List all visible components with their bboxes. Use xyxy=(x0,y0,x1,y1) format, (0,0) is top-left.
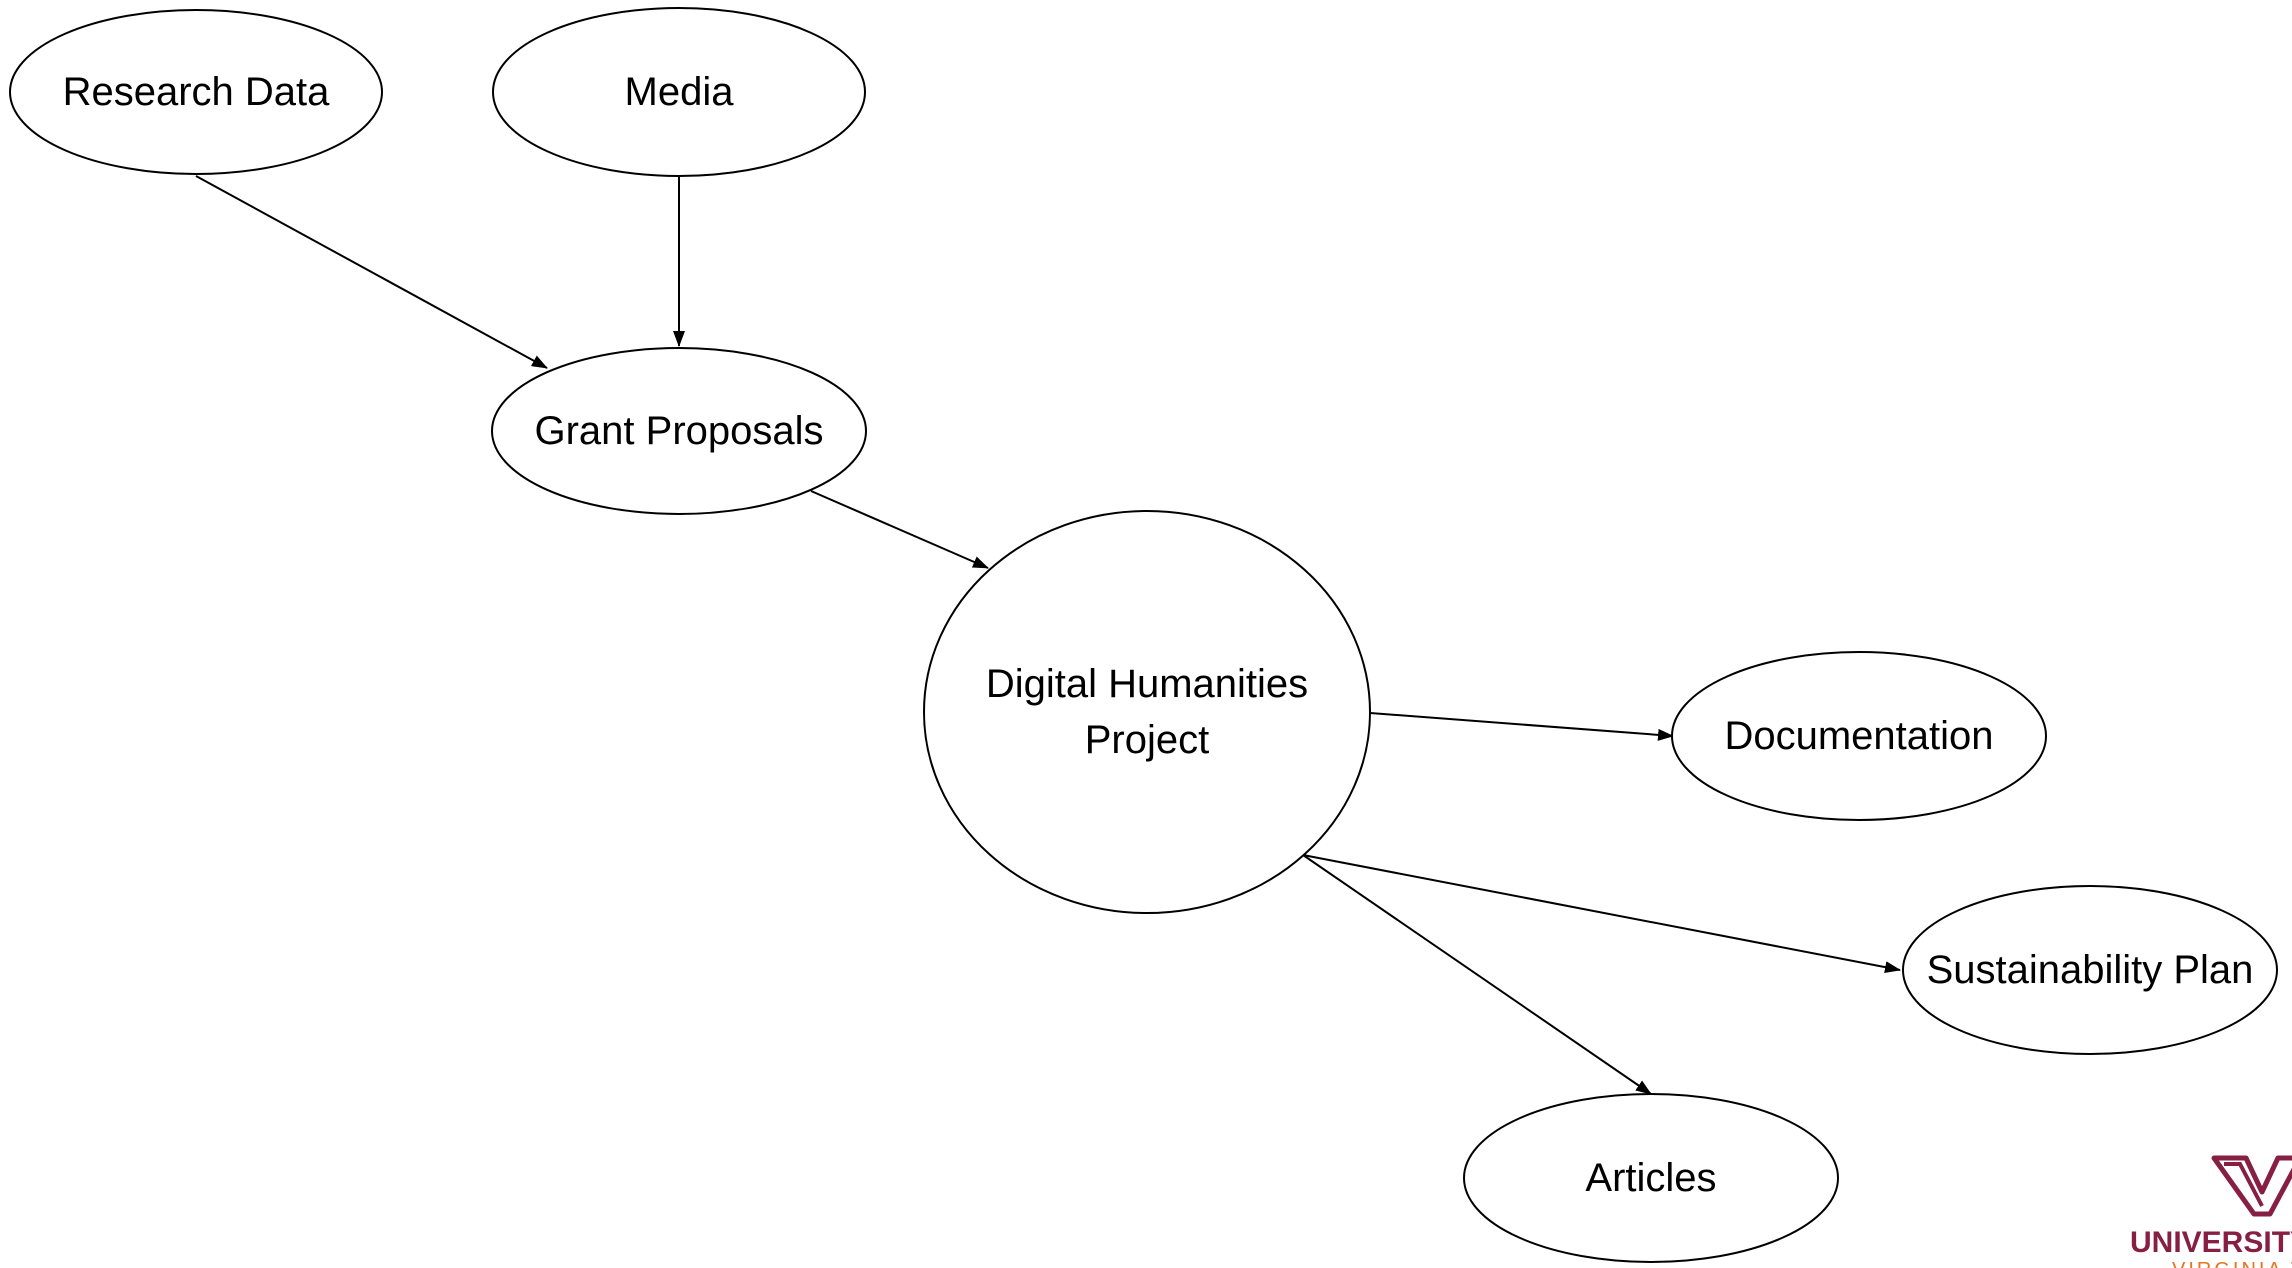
edge-digital-humanities-project-to-articles xyxy=(1302,854,1652,1095)
node-label: Digital Humanities xyxy=(986,662,1308,706)
node-sustainability-plan: Sustainability Plan xyxy=(1902,885,2278,1055)
node-documentation: Documentation xyxy=(1671,651,2047,821)
university-libraries-logo: UNIVERSITY LIBRARIES VIRGINIA TECH xyxy=(2130,1155,2292,1268)
node-media: Media xyxy=(492,7,866,177)
edge-digital-humanities-project-to-documentation xyxy=(1369,712,1674,741)
node-articles: Articles xyxy=(1463,1093,1839,1263)
node-shape xyxy=(923,510,1371,914)
edges xyxy=(195,175,1901,1095)
node-grant-proposals: Grant Proposals xyxy=(491,347,867,515)
node-label: Research Data xyxy=(63,70,331,114)
node-label: Articles xyxy=(1585,1156,1716,1200)
node-label: Project xyxy=(1085,718,1210,762)
node-shape xyxy=(491,347,867,515)
node-shape xyxy=(1671,651,2047,821)
node-shape xyxy=(1463,1093,1839,1263)
node-shape xyxy=(492,7,866,177)
node-shape xyxy=(9,9,383,175)
node-label: Sustainability Plan xyxy=(1927,948,2254,992)
edge-research-data-to-grant-proposals xyxy=(195,175,548,369)
node-research-data: Research Data xyxy=(9,9,383,175)
node-label: Grant Proposals xyxy=(534,409,823,453)
edge-digital-humanities-project-to-sustainability-plan xyxy=(1302,854,1901,974)
node-label: Documentation xyxy=(1724,714,1993,758)
logo-subline: VIRGINIA TECH xyxy=(2172,1259,2292,1268)
node-shape xyxy=(1902,885,2278,1055)
vt-logo-mark-icon xyxy=(2211,1155,2292,1217)
node-label: Media xyxy=(625,70,735,114)
logo-wordmark: UNIVERSITY LIBRARIES xyxy=(2130,1226,2292,1259)
edge-grant-proposals-to-digital-humanities-project xyxy=(810,490,989,569)
